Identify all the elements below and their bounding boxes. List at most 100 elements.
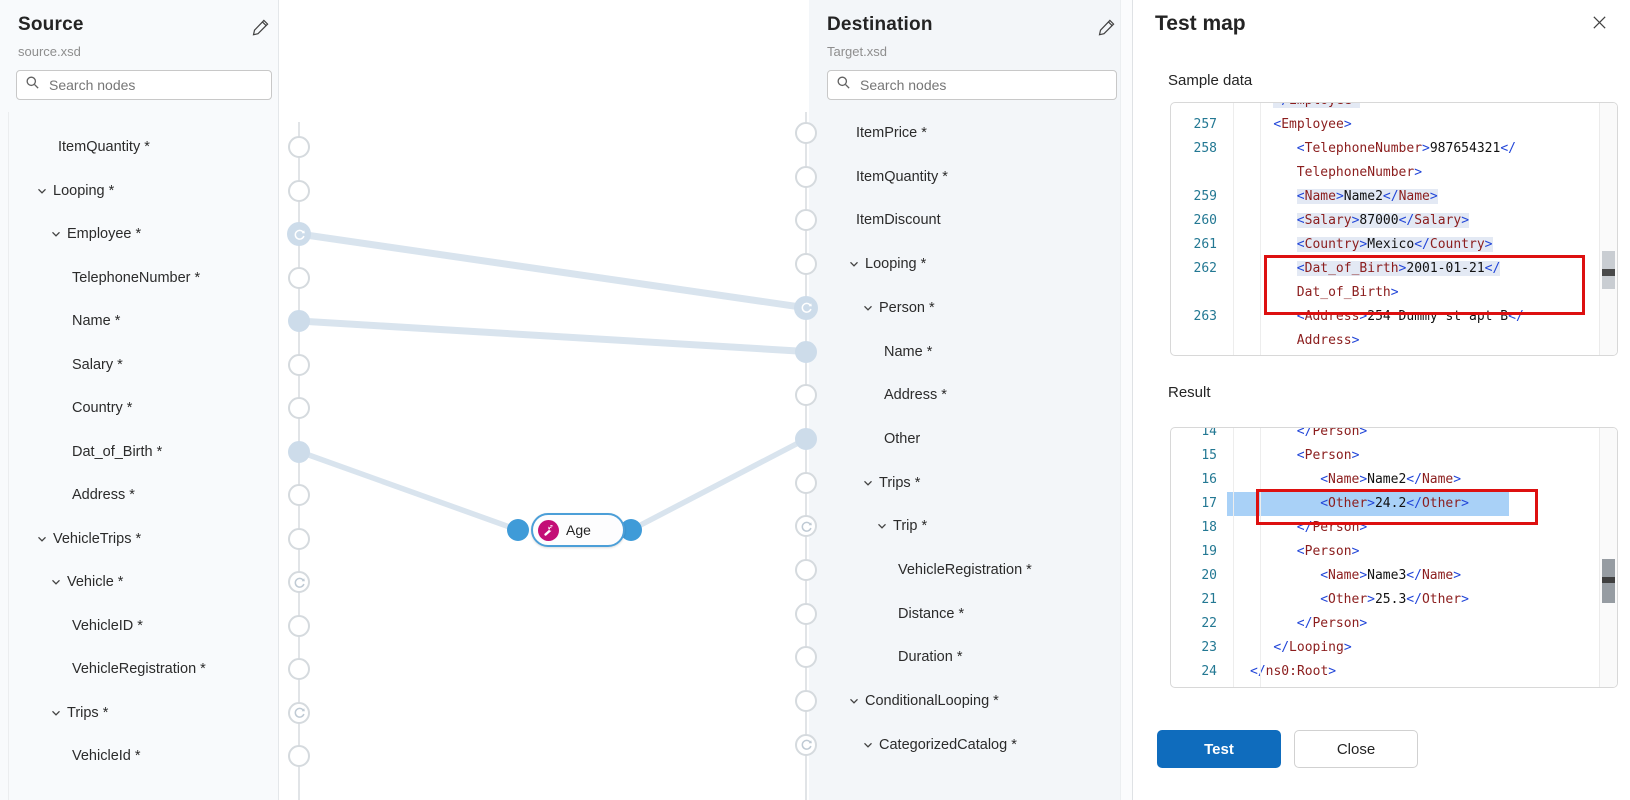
source-search-input[interactable] bbox=[47, 76, 263, 94]
source-tree-node[interactable]: VehicleId * bbox=[72, 739, 141, 773]
chevron-down-icon[interactable] bbox=[848, 695, 860, 707]
connection-port-itemquantity[interactable] bbox=[795, 165, 817, 188]
connection-port-trips[interactable] bbox=[288, 701, 310, 724]
connection-port-person[interactable] bbox=[794, 295, 818, 320]
destination-tree-node[interactable]: Looping * bbox=[848, 247, 926, 281]
edit-destination-schema-button[interactable] bbox=[1094, 16, 1120, 42]
connection-port-looping[interactable] bbox=[795, 253, 817, 276]
chevron-down-icon[interactable] bbox=[36, 185, 48, 197]
connection-port-vehicleid[interactable] bbox=[288, 745, 310, 767]
connection-port-telephonenumber[interactable] bbox=[288, 266, 310, 289]
connection-port-address[interactable] bbox=[288, 484, 310, 506]
chevron-down-icon[interactable] bbox=[50, 228, 62, 240]
connection-port-address[interactable] bbox=[795, 384, 817, 407]
edit-source-schema-button[interactable] bbox=[248, 16, 274, 42]
connection-port-name[interactable] bbox=[288, 310, 310, 332]
connection-port-vehicleregistration[interactable] bbox=[795, 559, 817, 581]
connection-port-name[interactable] bbox=[795, 340, 817, 363]
gutter-divider bbox=[1233, 103, 1234, 355]
chevron-down-icon[interactable] bbox=[876, 520, 888, 532]
chevron-down-icon[interactable] bbox=[50, 576, 62, 588]
source-tree-node[interactable]: Trips * bbox=[50, 696, 108, 730]
source-tree-node[interactable]: Country * bbox=[72, 391, 132, 425]
connection-port-itemdiscount[interactable] bbox=[795, 209, 817, 232]
result-editor-scrollbar[interactable] bbox=[1599, 428, 1617, 687]
code-line: 258<TelephoneNumber>987654321</ bbox=[1171, 137, 1599, 161]
source-tree-node[interactable]: VehicleRegistration * bbox=[72, 652, 206, 686]
line-number: 19 bbox=[1201, 544, 1217, 559]
line-number: 257 bbox=[1193, 117, 1217, 132]
destination-tree-node[interactable]: Distance * bbox=[898, 597, 964, 631]
close-panel-button[interactable] bbox=[1586, 12, 1612, 38]
destination-search-input[interactable] bbox=[858, 76, 1108, 94]
source-tree-node[interactable]: Salary * bbox=[72, 348, 123, 382]
destination-tree-node[interactable]: Trip * bbox=[876, 509, 927, 543]
connection-port-duration[interactable] bbox=[795, 646, 817, 669]
connection-port-vehicleid[interactable] bbox=[288, 614, 310, 637]
destination-tree-node[interactable]: VehicleRegistration * bbox=[898, 553, 1032, 587]
destination-tree-node[interactable]: CategorizedCatalog * bbox=[862, 728, 1017, 762]
mapping-connection-line[interactable] bbox=[295, 230, 810, 312]
function-node-age[interactable]: Age bbox=[531, 513, 625, 547]
code-line: 15<Person> bbox=[1171, 444, 1599, 468]
close-button[interactable]: Close bbox=[1294, 730, 1418, 768]
source-tree-node[interactable]: Name * bbox=[72, 304, 120, 338]
connection-port-looping[interactable] bbox=[288, 179, 310, 202]
test-button[interactable]: Test bbox=[1157, 730, 1281, 768]
destination-tree-node[interactable]: Trips * bbox=[862, 466, 920, 500]
connection-port-trips[interactable] bbox=[795, 471, 817, 494]
destination-tree-node[interactable]: Address * bbox=[884, 378, 947, 412]
connection-port-country[interactable] bbox=[288, 397, 310, 419]
destination-scrollbar-track[interactable] bbox=[1120, 0, 1132, 800]
connection-port-trip[interactable] bbox=[795, 515, 817, 538]
source-tree-node[interactable]: Employee * bbox=[50, 217, 141, 251]
chevron-down-icon[interactable] bbox=[848, 258, 860, 270]
sample-editor-scrollbar[interactable] bbox=[1599, 103, 1617, 355]
connection-port-conditionallooping[interactable] bbox=[795, 690, 817, 713]
tree-node-label: VehicleId * bbox=[72, 748, 141, 764]
source-tree-node[interactable]: VehicleTrips * bbox=[36, 522, 141, 556]
destination-tree-node[interactable]: ItemQuantity * bbox=[856, 160, 948, 194]
destination-tree-node[interactable]: Other bbox=[884, 422, 920, 456]
function-input-handle[interactable] bbox=[507, 519, 529, 541]
connection-port-vehicletrips[interactable] bbox=[288, 527, 310, 550]
destination-tree-node[interactable]: Name * bbox=[884, 335, 932, 369]
mapping-connection-line[interactable] bbox=[296, 448, 521, 533]
destination-search-box[interactable] bbox=[827, 70, 1117, 100]
source-tree-node[interactable]: Vehicle * bbox=[50, 565, 123, 599]
source-tree-node[interactable]: Dat_of_Birth * bbox=[72, 435, 162, 469]
connection-port-itemprice[interactable] bbox=[795, 122, 817, 144]
tree-node-label: Dat_of_Birth * bbox=[72, 443, 163, 460]
connection-port-employee[interactable] bbox=[287, 222, 311, 246]
connection-port-dat-of-birth[interactable] bbox=[288, 440, 310, 463]
mapping-connection-line[interactable] bbox=[628, 436, 809, 533]
chevron-down-icon[interactable] bbox=[862, 302, 874, 314]
destination-tree-node[interactable]: ItemPrice * bbox=[856, 116, 927, 150]
tree-node-label: Name * bbox=[72, 313, 121, 329]
result-editor[interactable]: 14</Person>15<Person>16<Name>Name2</Name… bbox=[1170, 427, 1618, 688]
destination-tree-node[interactable]: ItemDiscount bbox=[856, 203, 941, 237]
chevron-down-icon[interactable] bbox=[50, 707, 62, 719]
source-scrollbar-track[interactable] bbox=[8, 112, 9, 800]
chevron-down-icon[interactable] bbox=[36, 533, 48, 545]
chevron-down-icon[interactable] bbox=[862, 477, 874, 489]
destination-tree-node[interactable]: ConditionalLooping * bbox=[848, 684, 999, 718]
connection-port-itemquantity[interactable] bbox=[288, 136, 310, 158]
source-tree-node[interactable]: ItemQuantity * bbox=[58, 130, 150, 164]
connection-port-vehicle[interactable] bbox=[288, 571, 310, 593]
mapping-connection-line[interactable] bbox=[295, 317, 810, 355]
source-tree-node[interactable]: TelephoneNumber * bbox=[72, 261, 200, 295]
source-tree-node[interactable]: Address * bbox=[72, 478, 135, 512]
connection-port-salary[interactable] bbox=[288, 353, 310, 376]
source-search-box[interactable] bbox=[16, 70, 272, 100]
chevron-down-icon[interactable] bbox=[862, 739, 874, 751]
sample-data-editor[interactable]: </Employee>257<Employee>258<TelephoneNum… bbox=[1170, 102, 1618, 356]
connection-port-categorizedcatalog[interactable] bbox=[795, 733, 817, 756]
destination-tree-node[interactable]: Duration * bbox=[898, 640, 962, 674]
connection-port-vehicleregistration[interactable] bbox=[288, 658, 310, 680]
source-tree-node[interactable]: Looping * bbox=[36, 174, 114, 208]
connection-port-other[interactable] bbox=[795, 427, 817, 450]
destination-tree-node[interactable]: Person * bbox=[862, 291, 935, 325]
connection-port-distance[interactable] bbox=[795, 602, 817, 625]
source-tree-node[interactable]: VehicleID * bbox=[72, 609, 143, 643]
